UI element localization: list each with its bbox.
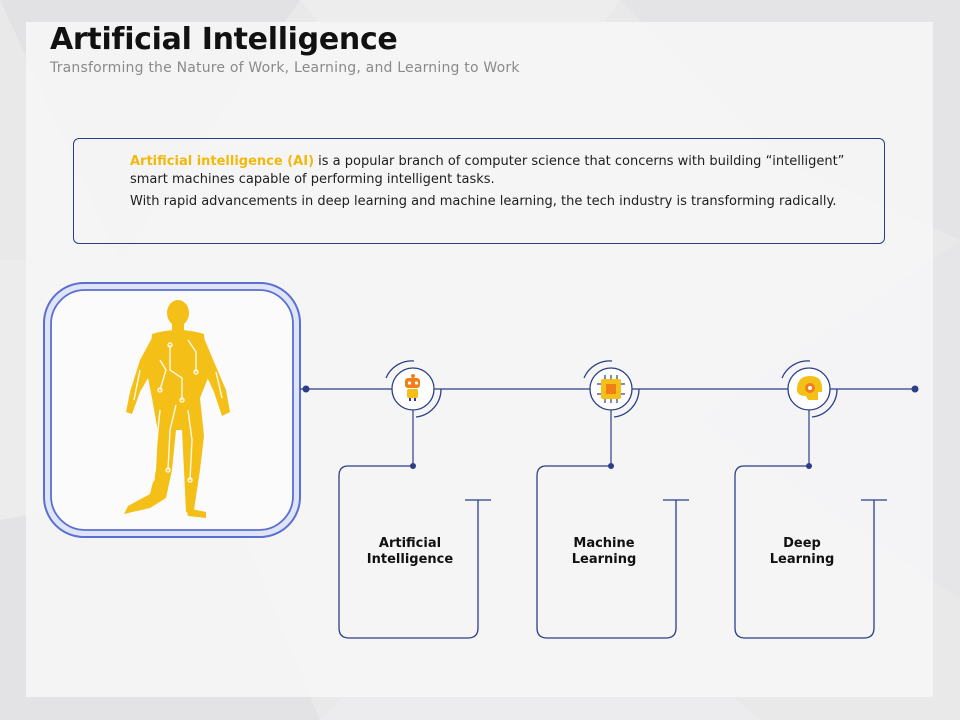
slide-panel — [26, 22, 933, 697]
intro-text-box: Artificial intelligence (AI) is a popula… — [73, 138, 885, 244]
page-title: Artificial Intelligence — [50, 22, 398, 57]
node-label-line: Deep — [783, 536, 821, 551]
node-label-line: Learning — [769, 552, 835, 567]
intro-highlight: Artificial intelligence (AI) — [130, 154, 315, 169]
intro-paragraph-1: Artificial intelligence (AI) is a popula… — [130, 153, 864, 189]
node-label-machine-learning: Machine Learning — [534, 536, 674, 568]
node-label-line: Intelligence — [366, 552, 454, 567]
node-label-line: Learning — [571, 552, 637, 567]
intro-paragraph-2: With rapid advancements in deep learning… — [130, 194, 837, 209]
node-label-artificial-intelligence: Artificial Intelligence — [340, 536, 480, 568]
page-subtitle: Transforming the Nature of Work, Learnin… — [50, 60, 520, 76]
node-label-deep-learning: Deep Learning — [732, 536, 872, 568]
intro-line1-text: is a popular branch of computer science … — [130, 154, 845, 187]
node-label-line: Artificial — [378, 536, 442, 551]
node-label-line: Machine — [573, 536, 635, 551]
